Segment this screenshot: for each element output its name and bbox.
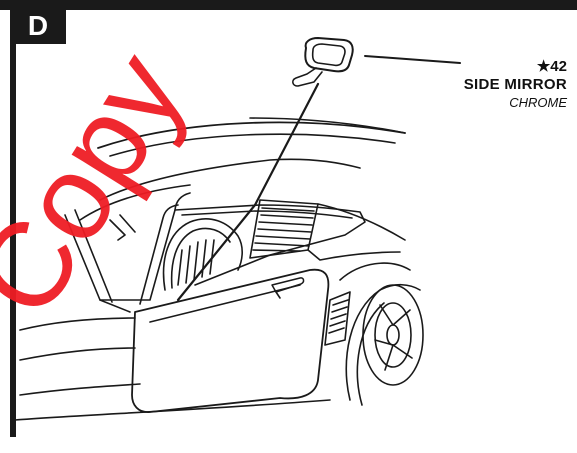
watermark-text: Copy [0, 30, 211, 339]
